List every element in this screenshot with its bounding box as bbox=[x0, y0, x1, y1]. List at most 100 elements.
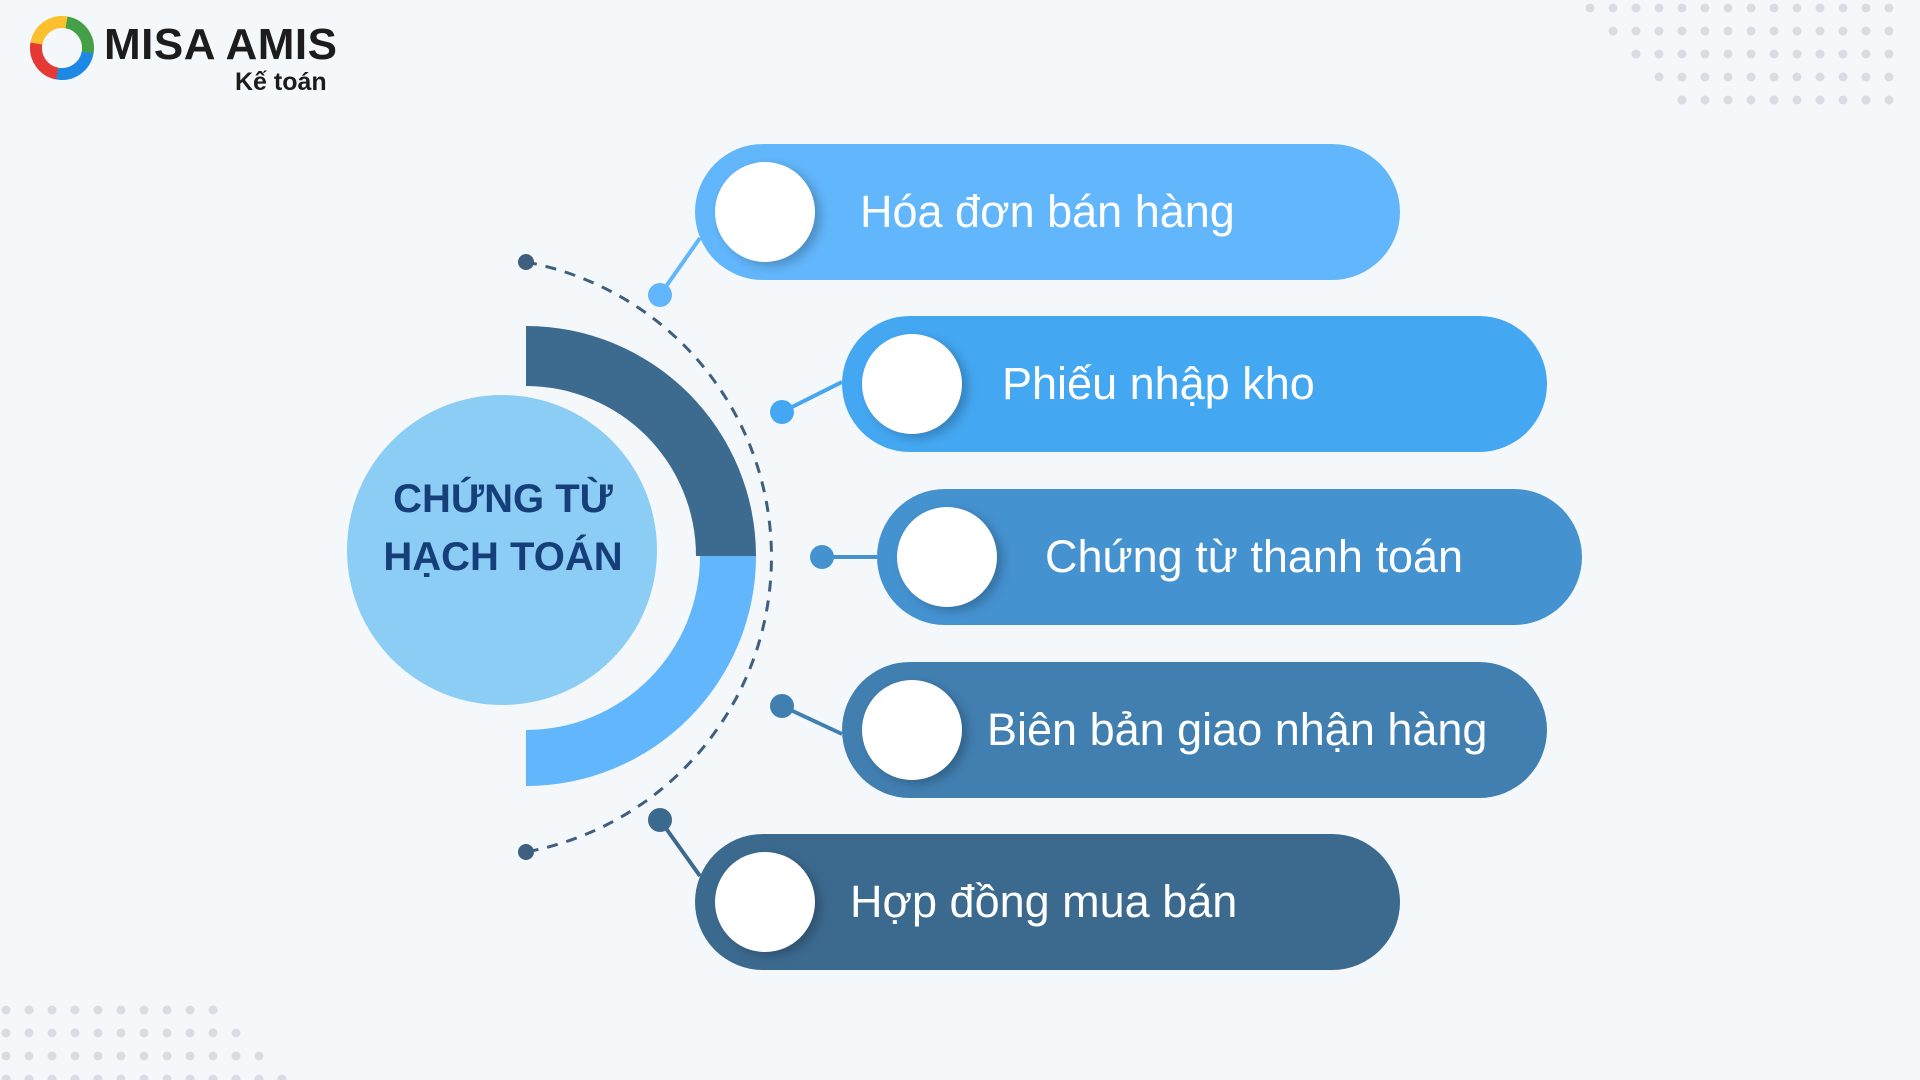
center-title-line1: CHỨNG TỪ bbox=[393, 477, 613, 521]
decorative-dot bbox=[1700, 3, 1710, 13]
logo-icon bbox=[30, 16, 94, 80]
decorative-dot bbox=[1654, 3, 1664, 13]
decorative-dot bbox=[70, 1005, 80, 1015]
decorative-dot bbox=[1838, 3, 1848, 13]
decorative-dot bbox=[231, 1028, 241, 1038]
decorative-dot bbox=[1723, 3, 1733, 13]
decorative-dot bbox=[1746, 3, 1756, 13]
decorative-dot bbox=[162, 1074, 172, 1080]
item-label: Chứng từ thanh toán bbox=[1045, 531, 1464, 582]
decorative-dot bbox=[1700, 95, 1710, 105]
decorative-dot bbox=[1631, 3, 1641, 13]
decorative-dot bbox=[1608, 26, 1618, 36]
decorative-dot bbox=[1838, 49, 1848, 59]
arc-dark-segment-outer bbox=[526, 326, 756, 556]
arc-end-dot-bottom bbox=[518, 844, 534, 860]
decorative-dot bbox=[47, 1005, 57, 1015]
decorative-dot bbox=[1838, 26, 1848, 36]
decorative-dot bbox=[1861, 26, 1871, 36]
decorative-dot bbox=[139, 1051, 149, 1061]
decorative-dot bbox=[208, 1074, 218, 1080]
decorative-dot bbox=[1746, 26, 1756, 36]
center-title-line2: HẠCH TOÁN bbox=[383, 535, 623, 579]
decorative-dot bbox=[1723, 72, 1733, 82]
decorative-dot bbox=[1746, 49, 1756, 59]
center-title: CHỨNG TỪ HẠCH TOÁN bbox=[348, 470, 658, 586]
decorative-dot bbox=[185, 1005, 195, 1015]
decorative-dot bbox=[1861, 3, 1871, 13]
decorative-dot bbox=[162, 1051, 172, 1061]
logo-brand-text: MISA AMIS bbox=[104, 20, 338, 69]
decorative-dot bbox=[1723, 26, 1733, 36]
decorative-dot bbox=[1723, 49, 1733, 59]
decorative-dot bbox=[93, 1074, 103, 1080]
decorative-dot bbox=[1654, 49, 1664, 59]
item-circle bbox=[715, 162, 815, 262]
decorative-dot bbox=[116, 1005, 126, 1015]
decorative-dot bbox=[1746, 95, 1756, 105]
decorative-dot bbox=[1631, 26, 1641, 36]
decorative-dot bbox=[1585, 3, 1595, 13]
decorative-dot bbox=[1884, 3, 1894, 13]
decorative-dot bbox=[1861, 72, 1871, 82]
decorative-dot bbox=[1792, 26, 1802, 36]
decorative-dot bbox=[1815, 26, 1825, 36]
item-circle bbox=[862, 680, 962, 780]
decorative-dot bbox=[1700, 26, 1710, 36]
decorative-dot bbox=[1677, 49, 1687, 59]
decorative-dot bbox=[1, 1074, 11, 1080]
decorative-dot bbox=[47, 1074, 57, 1080]
decorative-dot bbox=[1769, 26, 1779, 36]
decorative-dot bbox=[231, 1051, 241, 1061]
decorative-dot bbox=[24, 1028, 34, 1038]
decorative-dot bbox=[70, 1028, 80, 1038]
decorative-dot bbox=[185, 1051, 195, 1061]
decorative-dot-grid-bottom bbox=[1, 1005, 287, 1080]
decorative-dot bbox=[1861, 95, 1871, 105]
decorative-dot bbox=[139, 1005, 149, 1015]
item-circle bbox=[715, 852, 815, 952]
decorative-dot bbox=[1884, 26, 1894, 36]
item-label: Biên bản giao nhận hàng bbox=[987, 704, 1488, 755]
decorative-dot bbox=[1677, 26, 1687, 36]
connector-node bbox=[770, 400, 794, 424]
decorative-dot bbox=[1, 1005, 11, 1015]
decorative-dot bbox=[208, 1028, 218, 1038]
decorative-dot bbox=[185, 1074, 195, 1080]
decorative-dot bbox=[1815, 49, 1825, 59]
decorative-dot bbox=[1677, 3, 1687, 13]
decorative-dot bbox=[1746, 72, 1756, 82]
decorative-dot bbox=[1769, 49, 1779, 59]
decorative-dot bbox=[139, 1028, 149, 1038]
decorative-dot bbox=[116, 1028, 126, 1038]
decorative-dot bbox=[1608, 3, 1618, 13]
decorative-dot bbox=[162, 1028, 172, 1038]
decorative-dot bbox=[1792, 49, 1802, 59]
item-pill-bien-ban-giao-nhan: Biên bản giao nhận hàng bbox=[842, 662, 1547, 798]
decorative-dot bbox=[231, 1074, 241, 1080]
item-circle bbox=[897, 507, 997, 607]
decorative-dot bbox=[208, 1005, 218, 1015]
decorative-dot bbox=[1792, 95, 1802, 105]
center-circle bbox=[347, 395, 657, 705]
decorative-dot bbox=[47, 1051, 57, 1061]
decorative-dot bbox=[254, 1051, 264, 1061]
connector-node bbox=[648, 808, 672, 832]
decorative-dot bbox=[24, 1005, 34, 1015]
decorative-dot bbox=[1792, 72, 1802, 82]
dashed-connector-arc bbox=[525, 260, 773, 854]
decorative-dot bbox=[1815, 72, 1825, 82]
connector-node bbox=[810, 545, 834, 569]
decorative-dot bbox=[93, 1028, 103, 1038]
decorative-dot bbox=[1884, 49, 1894, 59]
decorative-dot bbox=[24, 1051, 34, 1061]
decorative-dot bbox=[1792, 3, 1802, 13]
decorative-dot bbox=[24, 1074, 34, 1080]
item-pill-chung-tu-thanh-toan: Chứng từ thanh toán bbox=[877, 489, 1582, 625]
decorative-dot bbox=[70, 1051, 80, 1061]
decorative-dot bbox=[208, 1051, 218, 1061]
decorative-dot bbox=[162, 1005, 172, 1015]
decorative-dot bbox=[1884, 95, 1894, 105]
decorative-dot bbox=[1884, 72, 1894, 82]
